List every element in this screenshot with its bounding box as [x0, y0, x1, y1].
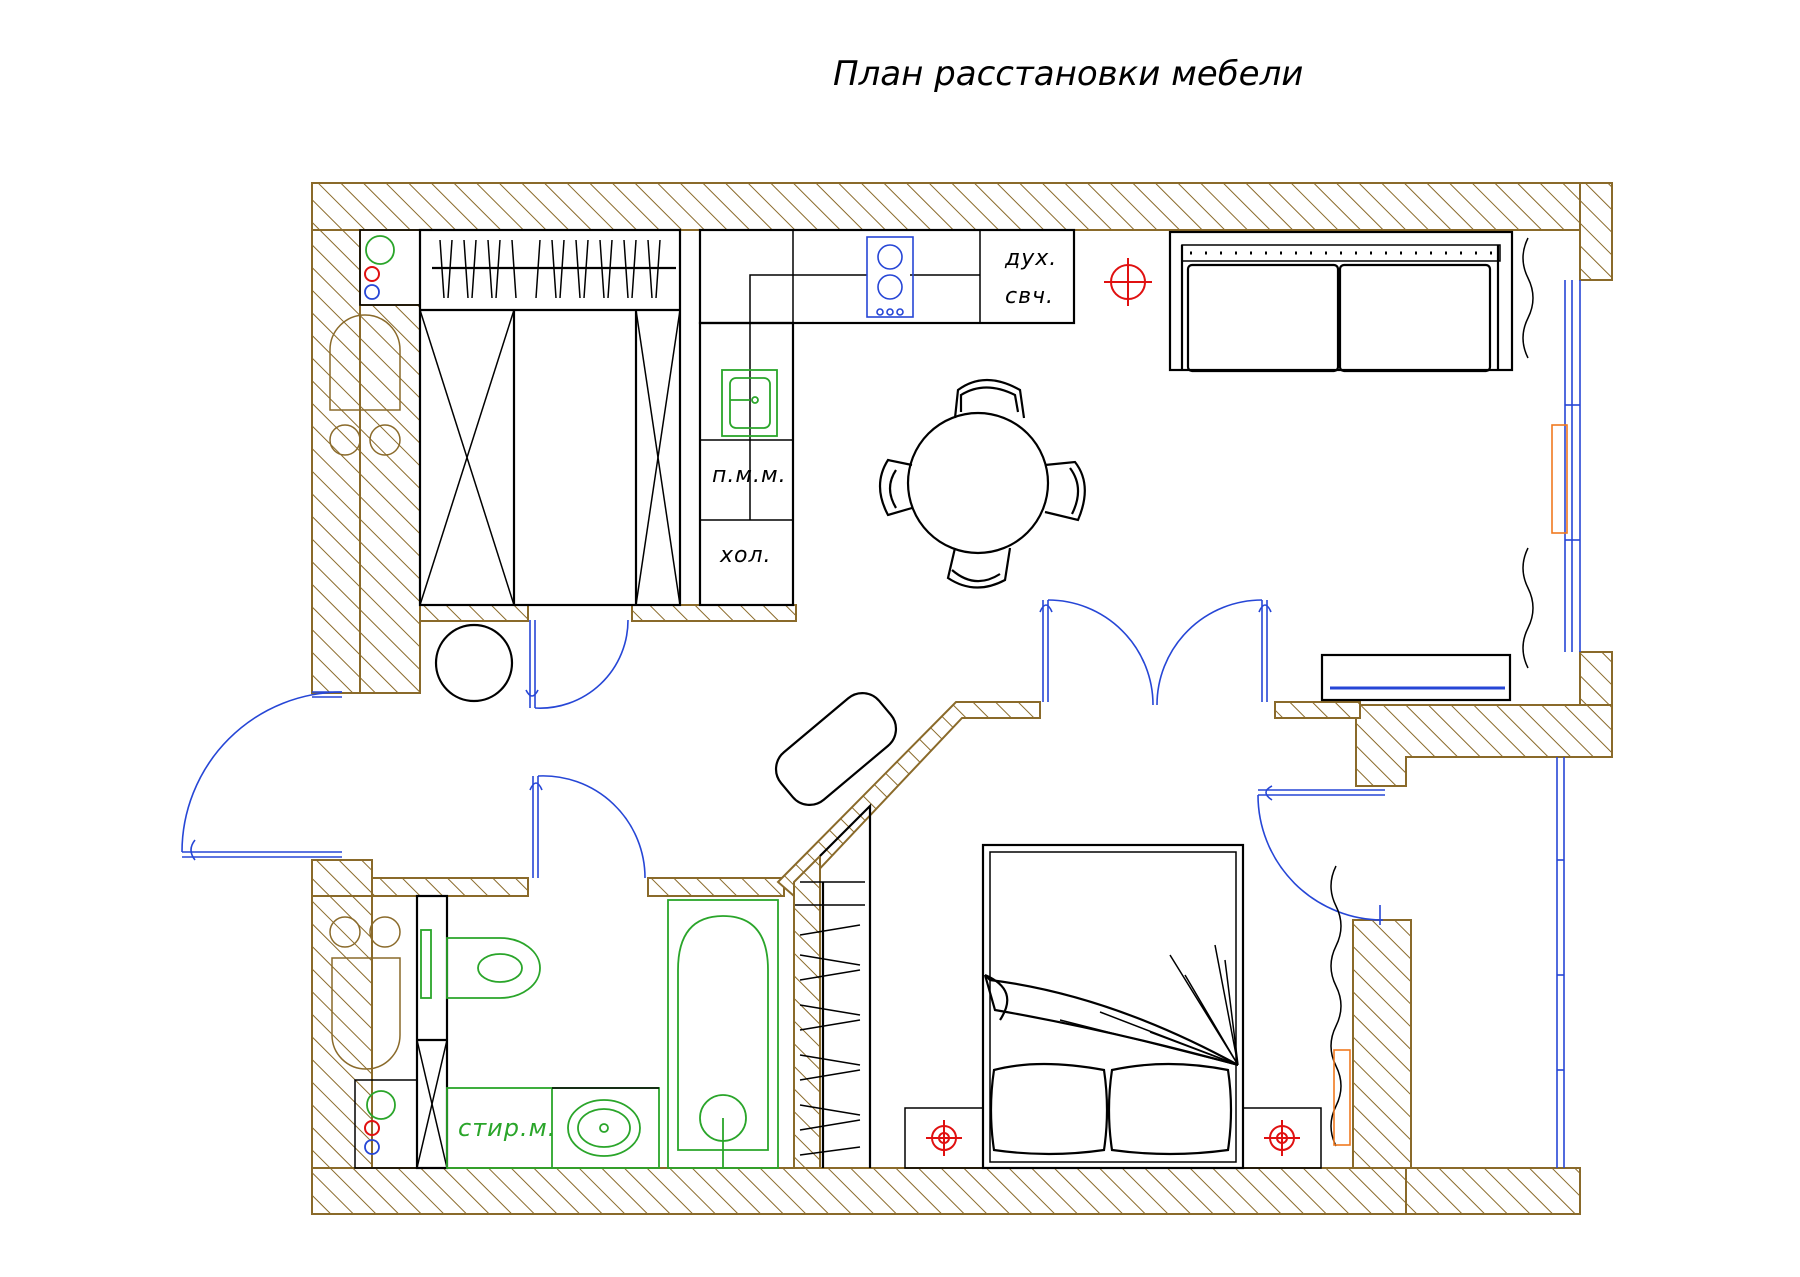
wc-upper: [329, 314, 401, 456]
radiator-living: [1551, 424, 1568, 534]
curtain-bedroom: [1330, 865, 1342, 1147]
kitchen-sink: [721, 369, 778, 437]
oven-label: дух.: [1004, 246, 1057, 271]
window-balcony: [1556, 757, 1565, 1168]
outlet-kitchen: [1104, 258, 1152, 306]
nightstand-left: [904, 1107, 984, 1169]
window-living: [1564, 280, 1581, 652]
closet-door: [525, 619, 629, 709]
curtain-living-bottom: [1522, 547, 1534, 669]
kitchen-units: дух. свч. п.м.м. хол.: [698, 228, 1076, 607]
microwave-label: свч.: [1005, 284, 1054, 309]
radiator-bedroom: [1333, 1049, 1351, 1146]
bathroom-door: [529, 775, 646, 879]
bathtub: [667, 899, 779, 1169]
cooktop: [866, 236, 914, 318]
riser-top: [359, 229, 421, 306]
bench: [774, 692, 898, 806]
round-pouf: [434, 623, 514, 703]
entrance-door: [181, 691, 343, 861]
hall-wardrobe: [418, 228, 682, 607]
washer-label: стир.м.: [458, 1114, 556, 1142]
living-double-door: [1039, 599, 1272, 706]
wc-lower: [329, 916, 401, 1070]
plan-title: План расстановки мебели: [833, 54, 1303, 94]
walls: [311, 182, 1613, 1215]
toilet: [420, 929, 541, 999]
bathroom-sink: [552, 1087, 659, 1157]
dining-set: [878, 379, 1086, 589]
tv-console: [1320, 653, 1512, 702]
corner-wardrobe: [795, 803, 872, 1168]
bed: [981, 843, 1245, 1170]
nightstand-right: [1242, 1107, 1322, 1169]
sofa: [1168, 230, 1514, 373]
curtain-living-top: [1522, 237, 1534, 359]
dishwasher-label: п.м.м.: [712, 463, 787, 488]
bathroom: стир.м.: [329, 894, 779, 1170]
doors: [181, 280, 1581, 1168]
fridge-label: хол.: [719, 543, 772, 568]
bedroom-door: [1257, 785, 1385, 925]
